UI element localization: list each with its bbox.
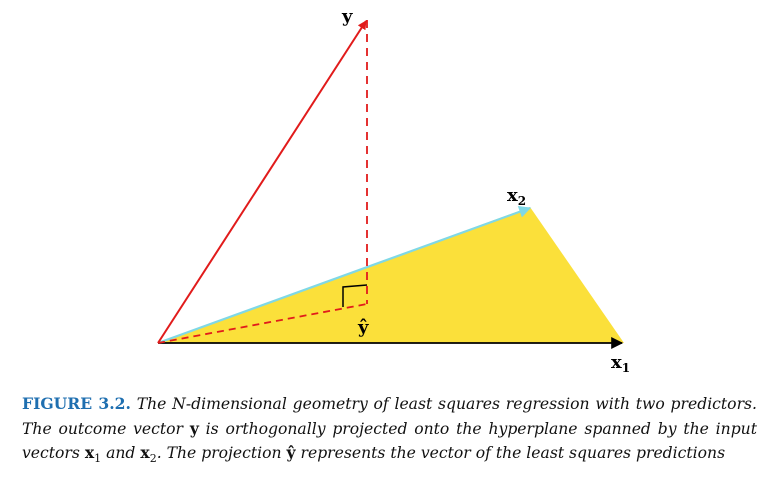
caption-vector-x1-subscript: 1 [94, 452, 102, 466]
caption-vector-x2: x2 [140, 443, 157, 466]
yhat-label: ŷ [357, 317, 369, 338]
right-angle-marker [342, 284, 368, 307]
caption-text-3: is orthogonally projected onto the hyper… [22, 419, 757, 463]
x2-vector [157, 206, 532, 345]
caption-text-4: and [101, 444, 141, 463]
caption-vector-x2-subscript: 2 [149, 452, 157, 466]
figure-number: FIGURE 3.2. [22, 394, 131, 413]
caption-vector-yhat: ŷ [286, 443, 296, 463]
y-label: y [341, 6, 353, 27]
x2-label: x2 [507, 185, 526, 208]
caption-vector-x1: x1 [84, 443, 102, 466]
caption-text-2: -dimensional geometry of least squares r… [22, 395, 757, 438]
caption-text-6: represents the vector of the least squar… [295, 444, 726, 463]
caption-vector-x1-base: x [84, 443, 95, 463]
caption-vector-y: y [189, 418, 199, 438]
hyperplane-triangle [158, 207, 624, 343]
figure-caption: FIGURE 3.2. The N-dimensional geometry o… [22, 392, 757, 472]
caption-vector-x2-base: x [140, 443, 150, 463]
x1-label-base: x [611, 352, 622, 373]
x2-label-base: x [507, 185, 518, 206]
caption-text-1: The [130, 395, 173, 413]
x1-label: x1 [611, 352, 630, 375]
least-squares-geometry-diagram: y x2 x1 ŷ [157, 6, 630, 375]
x2-label-subscript: 2 [518, 194, 526, 208]
x1-label-subscript: 1 [622, 361, 630, 375]
caption-math-n: N [172, 395, 186, 413]
caption-text-5: . The projection [156, 444, 287, 463]
y-vector [157, 20, 367, 344]
